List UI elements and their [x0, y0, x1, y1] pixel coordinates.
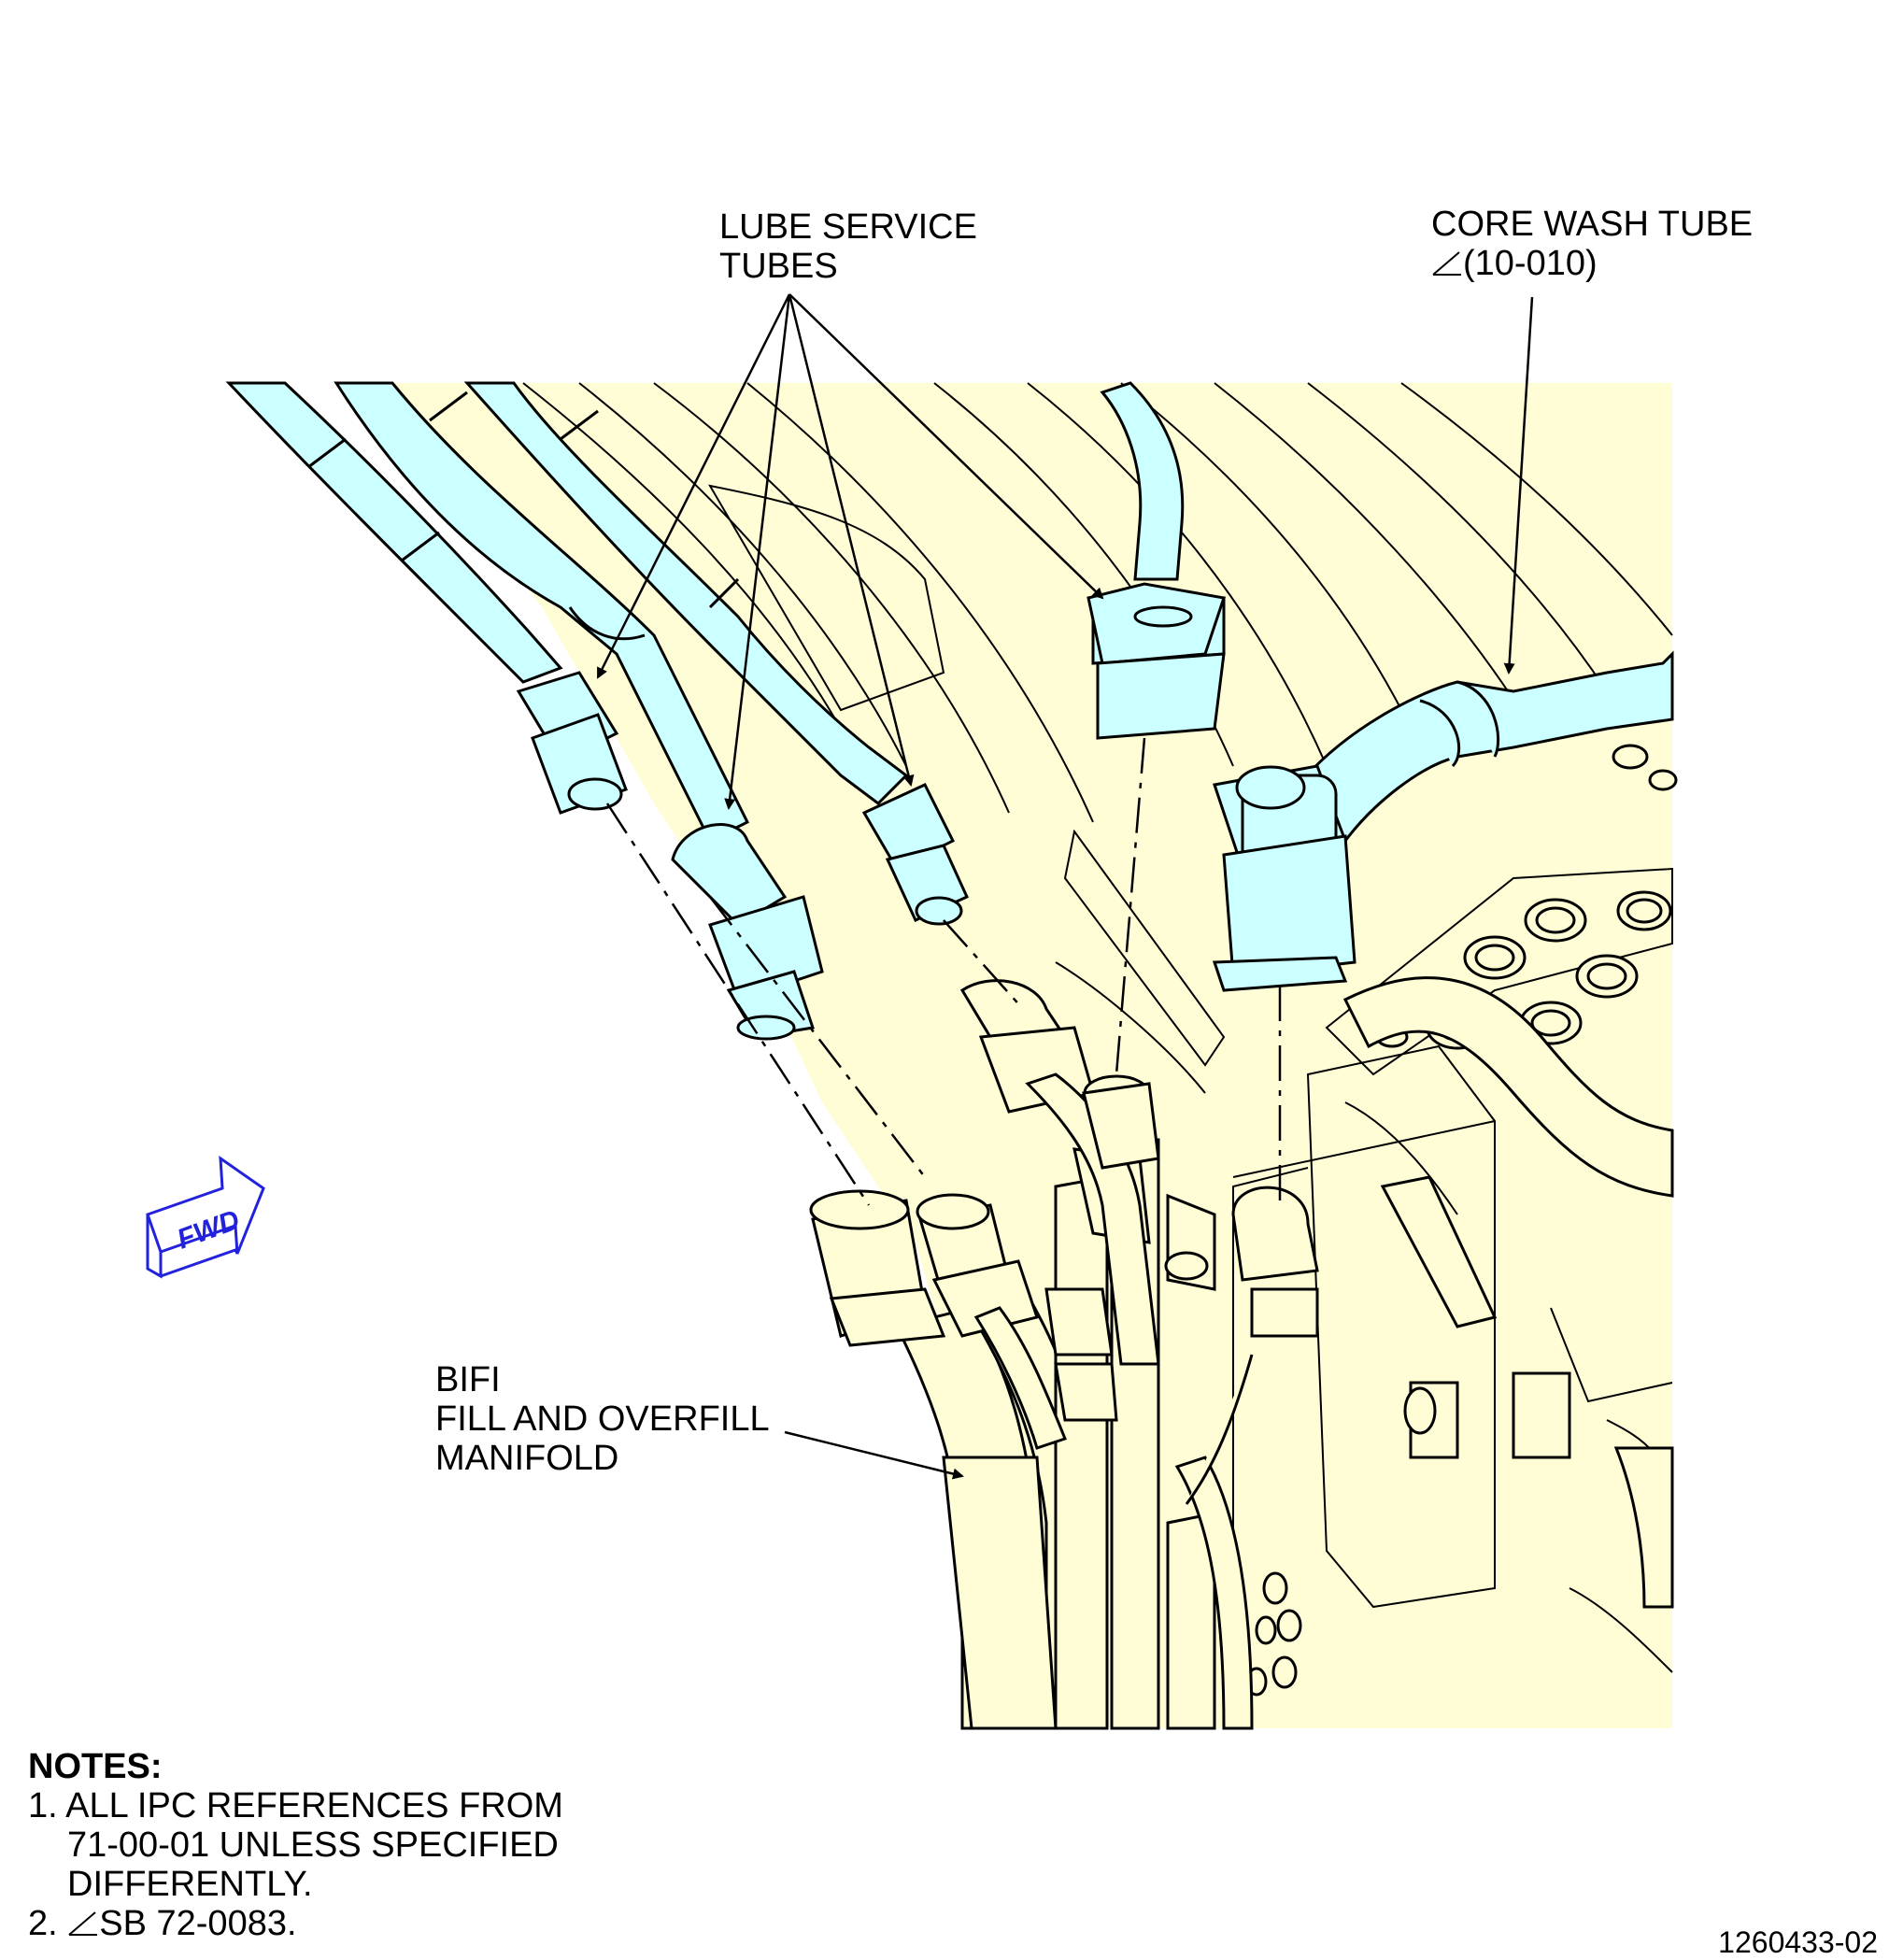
lube-lower-fittings — [959, 979, 1160, 1422]
bifi-line3: MANIFOLD — [435, 1439, 619, 1478]
lube-leader-4 — [788, 293, 1104, 600]
bifi-leader — [784, 1430, 964, 1480]
note-2-text: SB 72-0083. — [99, 1904, 297, 1943]
lube-leader-3 — [788, 293, 915, 787]
fwd-arrow-shape — [146, 1155, 265, 1255]
note-1-line-c: DIFFERENTLY. — [67, 1865, 313, 1904]
lube-label-line1: LUBE SERVICE — [719, 207, 977, 247]
lube-label-line2: TUBES — [719, 247, 838, 286]
core-wash-line1: CORE WASH TUBE — [1431, 205, 1754, 244]
lube-leader-2 — [724, 293, 791, 810]
bifi-label: BIFI FILL AND OVERFILL MANIFOLD — [435, 1360, 770, 1478]
sb-delta-icon — [68, 1911, 98, 1936]
panel-cutout — [229, 383, 976, 1728]
alignment-lines — [605, 737, 1282, 1206]
note-1-line-a: 1. ALL IPC REFERENCES FROM — [28, 1786, 563, 1825]
notes-block: NOTES: 1. ALL IPC REFERENCES FROM 71-00-… — [28, 1747, 563, 1943]
core-wash-label: CORE WASH TUBE (10-010) — [1431, 205, 1753, 283]
note-2: 2. SB 72-0083. — [28, 1904, 563, 1943]
core-wash-tube — [1212, 650, 1674, 992]
bifi-line1: BIFI — [435, 1360, 501, 1399]
core-wash-line2: (10-010) — [1431, 244, 1753, 283]
sb-delta-icon — [1432, 251, 1461, 276]
note-1-line-b: 71-00-01 UNLESS SPECIFIED — [67, 1825, 559, 1865]
bifi-line2: FILL AND OVERFILL — [435, 1399, 770, 1439]
core-wash-leader — [1503, 296, 1534, 675]
core-wash-ref: (10-010) — [1463, 244, 1598, 283]
lube-leader-1 — [596, 293, 791, 679]
notes-title: NOTES: — [28, 1747, 163, 1786]
bifi-fittings — [809, 1147, 1571, 1459]
note-2-number: 2. — [28, 1904, 58, 1943]
lube-service-label: LUBE SERVICE TUBES — [719, 207, 977, 286]
leader-lines — [596, 293, 1534, 1480]
figure-number: 1260433-02 — [1718, 1925, 1878, 1959]
